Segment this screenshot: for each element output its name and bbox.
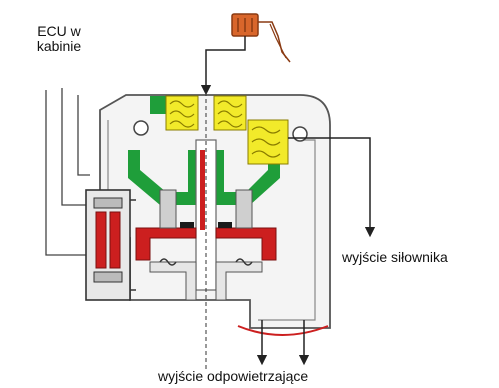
ecu-label-line2: kabinie bbox=[36, 38, 82, 54]
actuator-output-label: wyjście siłownika bbox=[342, 249, 448, 265]
green-seal-body bbox=[128, 96, 280, 205]
central-plunger bbox=[195, 92, 217, 370]
bolt-hole-left-icon bbox=[133, 120, 149, 136]
solenoid-coil-icon bbox=[165, 95, 289, 165]
bolt-hole-right-icon bbox=[292, 126, 308, 142]
ecu-label-line1: ECU w bbox=[37, 23, 81, 39]
exhaust-port bbox=[237, 325, 329, 336]
pressure-connector-icon bbox=[231, 13, 291, 63]
red-piston bbox=[135, 222, 277, 261]
exhaust-output-label: wyjście odpowietrzające bbox=[158, 368, 309, 384]
exhaust-output-arrows bbox=[256, 320, 310, 366]
ecu-solenoid-valve bbox=[85, 189, 136, 301]
actuator-output-line bbox=[288, 137, 376, 238]
input-line bbox=[200, 36, 246, 96]
ecu-label: ECU w kabinie bbox=[14, 24, 104, 54]
ecu-wires bbox=[45, 88, 90, 256]
spring-seats bbox=[149, 189, 263, 301]
